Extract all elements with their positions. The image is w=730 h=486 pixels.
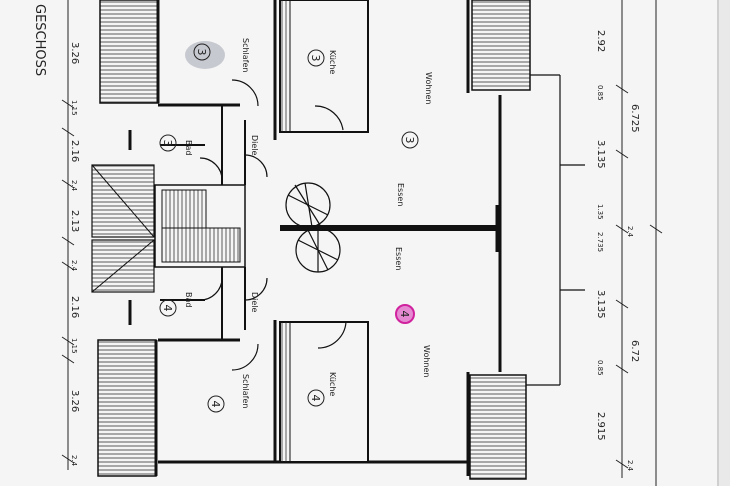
- right-balcony-frame: [526, 74, 585, 386]
- left-dim-label: 1.15: [70, 338, 78, 354]
- room-label-kueche: Küche: [328, 50, 337, 74]
- right-dim-label: 3.135: [595, 290, 606, 319]
- left-dim-label: 2.4: [70, 260, 78, 272]
- central-stair-lower: [161, 227, 241, 263]
- unit-number: 3: [161, 140, 174, 147]
- right-dim-label: 2.4: [626, 460, 634, 472]
- room-label-essen: Essen: [396, 183, 405, 206]
- room-label-kueche: Küche: [328, 372, 337, 396]
- left-lower-balcony: [97, 339, 157, 477]
- right-upper-balcony: [471, 0, 531, 91]
- room-label-wohnen: Wohnen: [424, 72, 433, 104]
- left-upper-balcony: [99, 0, 159, 104]
- pink-highlighted-marker: [395, 304, 415, 324]
- stair-diagonal: [91, 239, 155, 293]
- room-label-essen: Essen: [394, 247, 403, 270]
- unit-number: 4: [161, 305, 174, 312]
- unit-marker-circle: [207, 395, 225, 413]
- left-dim-label: 2.16: [69, 296, 80, 318]
- unit-marker-circle: [159, 299, 177, 317]
- unit-marker-circle: [307, 49, 325, 67]
- unit-marker-circle: [307, 389, 325, 407]
- upper-kitchen: [279, 0, 369, 133]
- unit-number: 4: [309, 395, 322, 402]
- left-dim-label: 2.4: [70, 455, 78, 467]
- outer-dimension-line: [649, 0, 663, 486]
- right-dimension-labels: 2.92 0.85 3.135 1.35 2.4 2.735 3.135 0.8…: [595, 30, 640, 472]
- unit-markers: [159, 41, 419, 413]
- right-dimension-line: [615, 0, 629, 478]
- unit-number: 3: [403, 137, 416, 144]
- plan-header: GESCHOSS: [32, 4, 47, 76]
- unit-marker-circle: [401, 131, 419, 149]
- room-label-bad: Bad: [184, 292, 193, 307]
- left-dimension-line: [61, 0, 75, 470]
- left-dim-label: 1.15: [70, 100, 78, 116]
- lower-unit-labels: Essen Bad Diele Wohnen Küche Schlafen: [184, 247, 431, 408]
- unit-number: 4: [398, 311, 411, 318]
- lower-kitchen: [279, 321, 369, 463]
- unit-marker-circle: [159, 134, 177, 152]
- right-dim-label: 3.135: [595, 140, 606, 169]
- left-dim-label: 2.4: [70, 180, 78, 192]
- left-dim-label: 3.26: [69, 390, 80, 412]
- left-dim-label: 2.13: [69, 210, 80, 232]
- upper-unit-labels: Schlafen Küche Wohnen Bad Diele Essen: [184, 38, 433, 206]
- right-overall-label: 6.72: [629, 340, 640, 362]
- right-dim-label: 2.915: [595, 412, 606, 441]
- right-lower-balcony: [469, 374, 527, 480]
- right-dim-label: 2.4: [626, 226, 634, 238]
- right-overall-label: 6.725: [629, 104, 640, 133]
- right-dim-label: 0.85: [596, 360, 604, 376]
- unit-number: 3: [195, 49, 208, 56]
- unit-marker-numbers: 3 3 3 3 4 4 4 4: [161, 49, 416, 408]
- central-stair-upper: [161, 189, 207, 229]
- room-label-diele: Diele: [250, 292, 259, 313]
- unit-number: 4: [209, 401, 222, 408]
- room-label-schlafen: Schlafen: [241, 38, 250, 72]
- left-dimension-labels: 3.26 1.15 2.16 2.4 2.13 2.4 2.16 1.15 3.…: [69, 42, 80, 467]
- door-swings: [199, 79, 347, 371]
- room-label-diele: Diele: [250, 135, 259, 156]
- right-dim-label: 2.92: [595, 30, 606, 52]
- right-dim-label: 1.35: [596, 204, 604, 220]
- right-dim-label: 0.85: [596, 85, 604, 101]
- room-label-bad: Bad: [184, 140, 193, 155]
- stair-diagonal: [91, 164, 155, 238]
- unit-number: 3: [309, 55, 322, 62]
- spiral-stair: [285, 182, 341, 273]
- room-label-schlafen: Schlafen: [241, 374, 250, 408]
- room-label-wohnen: Wohnen: [422, 345, 431, 377]
- unit-marker-circle: [193, 43, 211, 61]
- right-dim-label: 2.735: [596, 232, 604, 252]
- left-dim-label: 3.26: [69, 42, 80, 64]
- left-dim-label: 2.16: [69, 140, 80, 162]
